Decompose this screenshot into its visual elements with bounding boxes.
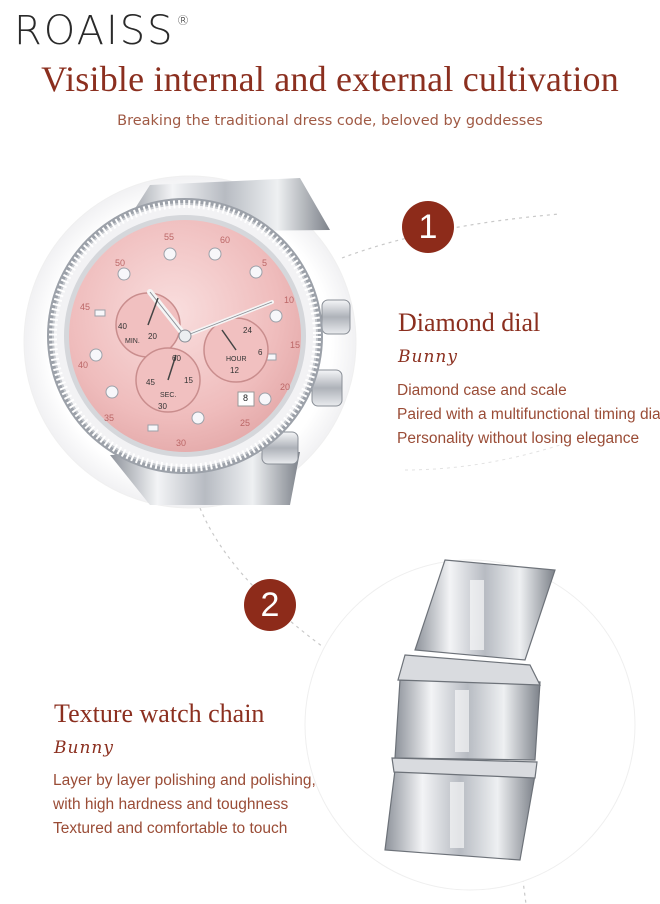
dial-number-5: 5 — [262, 258, 268, 268]
feature-2-line-1: Layer by layer polishing and polishing, — [53, 772, 316, 789]
brand-name: ROAISS — [14, 8, 175, 54]
dial-number-20: 20 — [280, 382, 291, 392]
subdial-bottom-num-30: 30 — [158, 402, 167, 411]
dial-number-50: 50 — [115, 258, 126, 268]
subdial-left-num-40: 40 — [118, 322, 127, 331]
dial-number-55: 55 — [164, 232, 175, 242]
subdial-left-num-20: 20 — [148, 332, 157, 341]
feature-2-number-badge: 2 — [244, 579, 296, 631]
feature-2-description: Layer by layer polishing and polishing, … — [53, 769, 316, 841]
brand-logo: ROAISS® — [14, 8, 190, 54]
subdial-bottom-label: SEC. — [160, 392, 177, 399]
dial-number-45: 45 — [80, 302, 91, 312]
dial-number-10: 10 — [284, 295, 295, 305]
feature-1-script: Bunny — [398, 347, 458, 367]
dial-number-35: 35 — [104, 413, 115, 423]
subdial-bottom-num-60: 60 — [172, 354, 181, 363]
feature-2-line-2: with high hardness and toughness — [53, 796, 289, 813]
dial-number-60: 60 — [220, 235, 231, 245]
feature-1-number-badge: 1 — [402, 201, 454, 253]
dial-number-30: 30 — [176, 438, 187, 448]
feature-2-title: Texture watch chain — [54, 699, 265, 728]
feature-1-line-2: Paired with a multifunctional timing dia… — [397, 406, 660, 423]
subdial-right-num-24: 24 — [243, 326, 252, 335]
feature-1-title: Diamond dial — [398, 308, 541, 337]
feature-2-line-3: Textured and comfortable to touch — [53, 820, 288, 837]
subdial-left-label: MIN. — [125, 338, 140, 345]
registered-mark: ® — [176, 14, 192, 29]
page-title: Visible internal and external cultivatio… — [41, 59, 619, 99]
date-window-number: 8 — [243, 393, 249, 403]
subdial-right-label: HOUR — [226, 356, 247, 363]
feature-2-script: Bunny — [54, 738, 114, 758]
dial-number-15: 15 — [290, 340, 301, 350]
feature-1-line-3: Personality without losing elegance — [397, 430, 640, 447]
subdial-bottom-num-45: 45 — [146, 378, 155, 387]
subdial-right-num-12: 12 — [230, 366, 239, 375]
feature-1-description: Diamond case and scale Paired with a mul… — [397, 379, 660, 451]
dial-number-25: 25 — [240, 418, 251, 428]
subdial-bottom-num-15: 15 — [184, 376, 193, 385]
page-subtitle: Breaking the traditional dress code, bel… — [117, 113, 543, 129]
dial-number-40: 40 — [78, 360, 89, 370]
subdial-right-num-6: 6 — [258, 348, 263, 357]
feature-1-line-1: Diamond case and scale — [397, 382, 567, 399]
